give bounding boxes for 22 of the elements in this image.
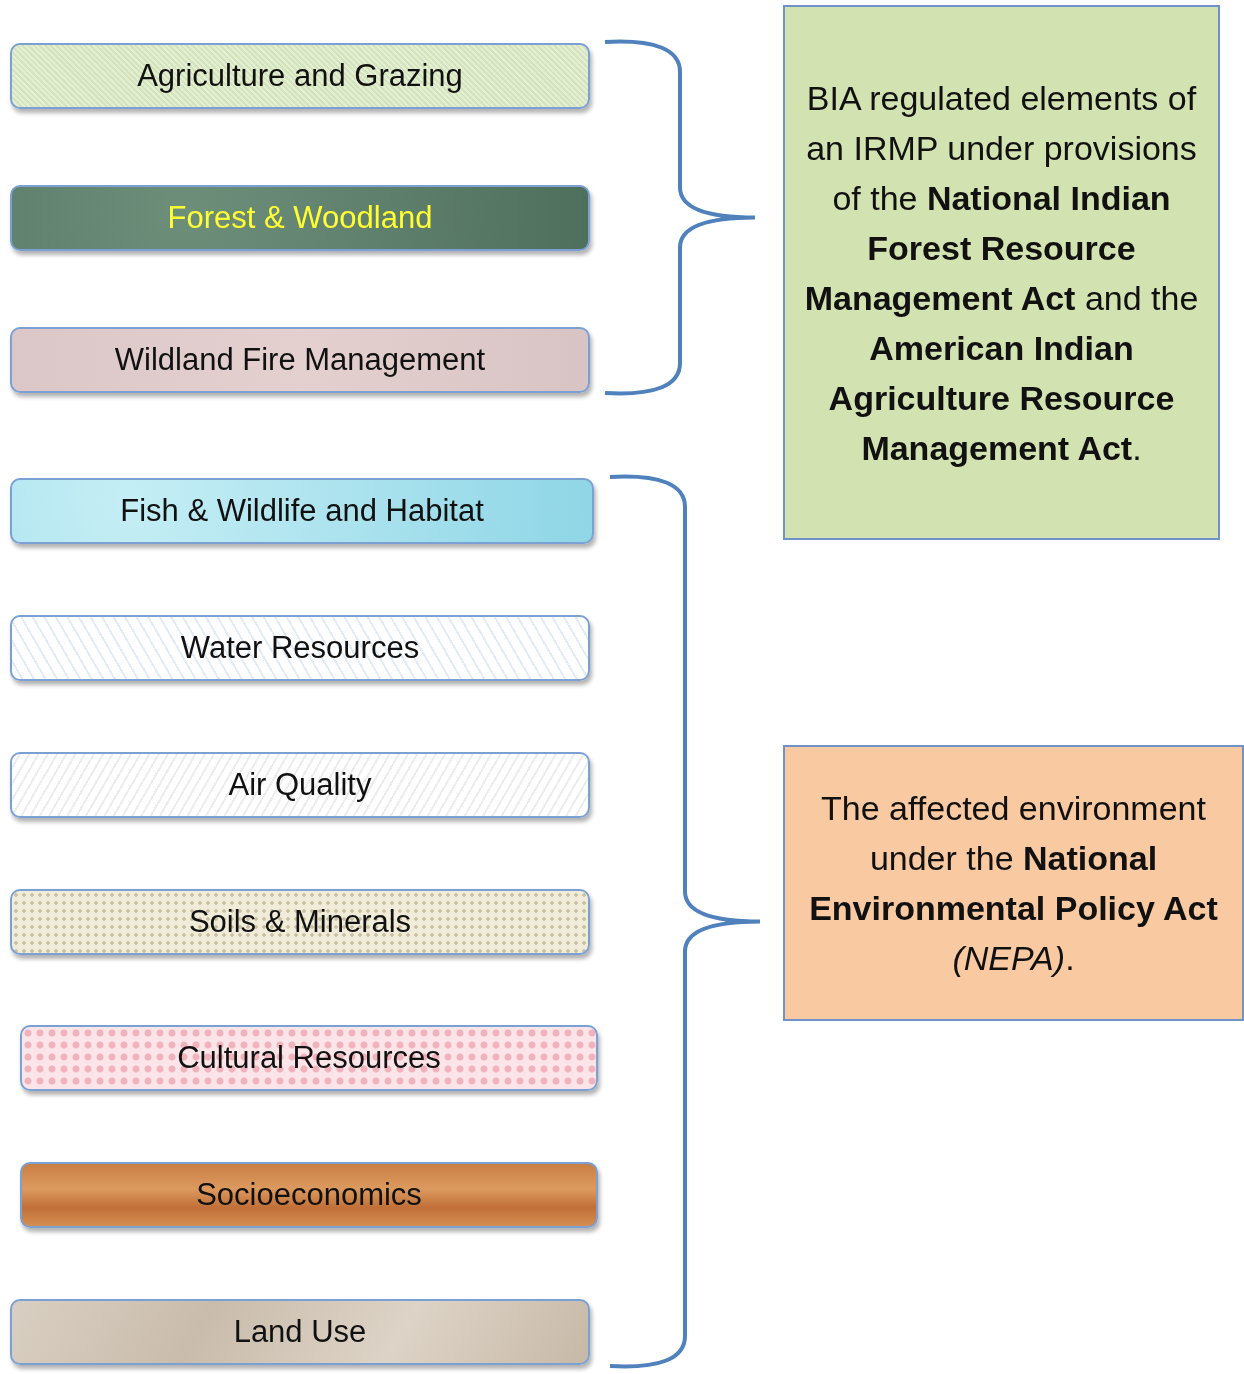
category-label: Soils & Minerals [188,904,412,940]
category-label: Cultural Resources [177,1040,441,1076]
category-bar [20,1162,598,1228]
category-bar [10,889,590,955]
category-label: Fish & Wildlife and Habitat [120,493,484,529]
category-label: Land Use [233,1314,367,1350]
category-bar [10,185,590,251]
category-label: Wildland Fire Management [114,342,486,378]
category-label: Socioeconomics [196,1177,422,1213]
category-bar [10,478,594,544]
category-label: Agriculture and Grazing [137,58,463,94]
note-text: The affected environment under the National Environmental Policy Act (NEPA). [808,788,1219,979]
category-bar [10,1299,590,1365]
category-bar [10,615,590,681]
category-label: Air Quality [228,767,372,803]
category-bar [10,752,590,818]
note-text: BIA regulated elements of an IRMP under provisions of the National Indian Forest Resource Management Act and the American Indian Agriculture Resource Management Act. [803,77,1200,469]
category-label: Forest & Woodland [167,200,433,236]
category-bar [20,1025,598,1091]
category-bar [10,43,590,109]
category-label: Water Resources [180,630,420,666]
category-bar [10,327,590,393]
